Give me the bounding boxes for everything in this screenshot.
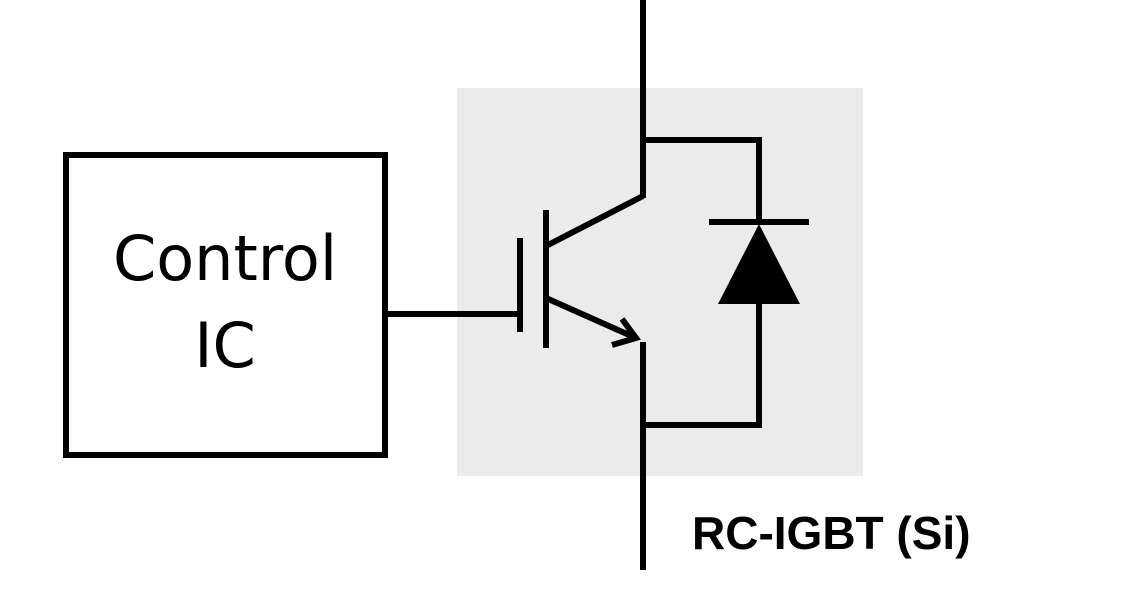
control-ic-box	[63, 152, 388, 458]
control-ic-label-line1: Control	[113, 222, 337, 295]
diode-bottom-wire	[643, 304, 762, 428]
control-ic-label-line2: IC	[194, 309, 256, 382]
rc-igbt-package	[457, 88, 863, 476]
diode-top-wire	[643, 137, 762, 222]
igbt-collector-diagonal	[544, 193, 645, 249]
igbt-emitter-diagonal	[544, 295, 638, 341]
igbt-emitter-arrow	[611, 317, 641, 348]
rc-igbt-label: RC-IGBT (Si)	[692, 507, 971, 559]
diode-triangle	[718, 224, 800, 304]
